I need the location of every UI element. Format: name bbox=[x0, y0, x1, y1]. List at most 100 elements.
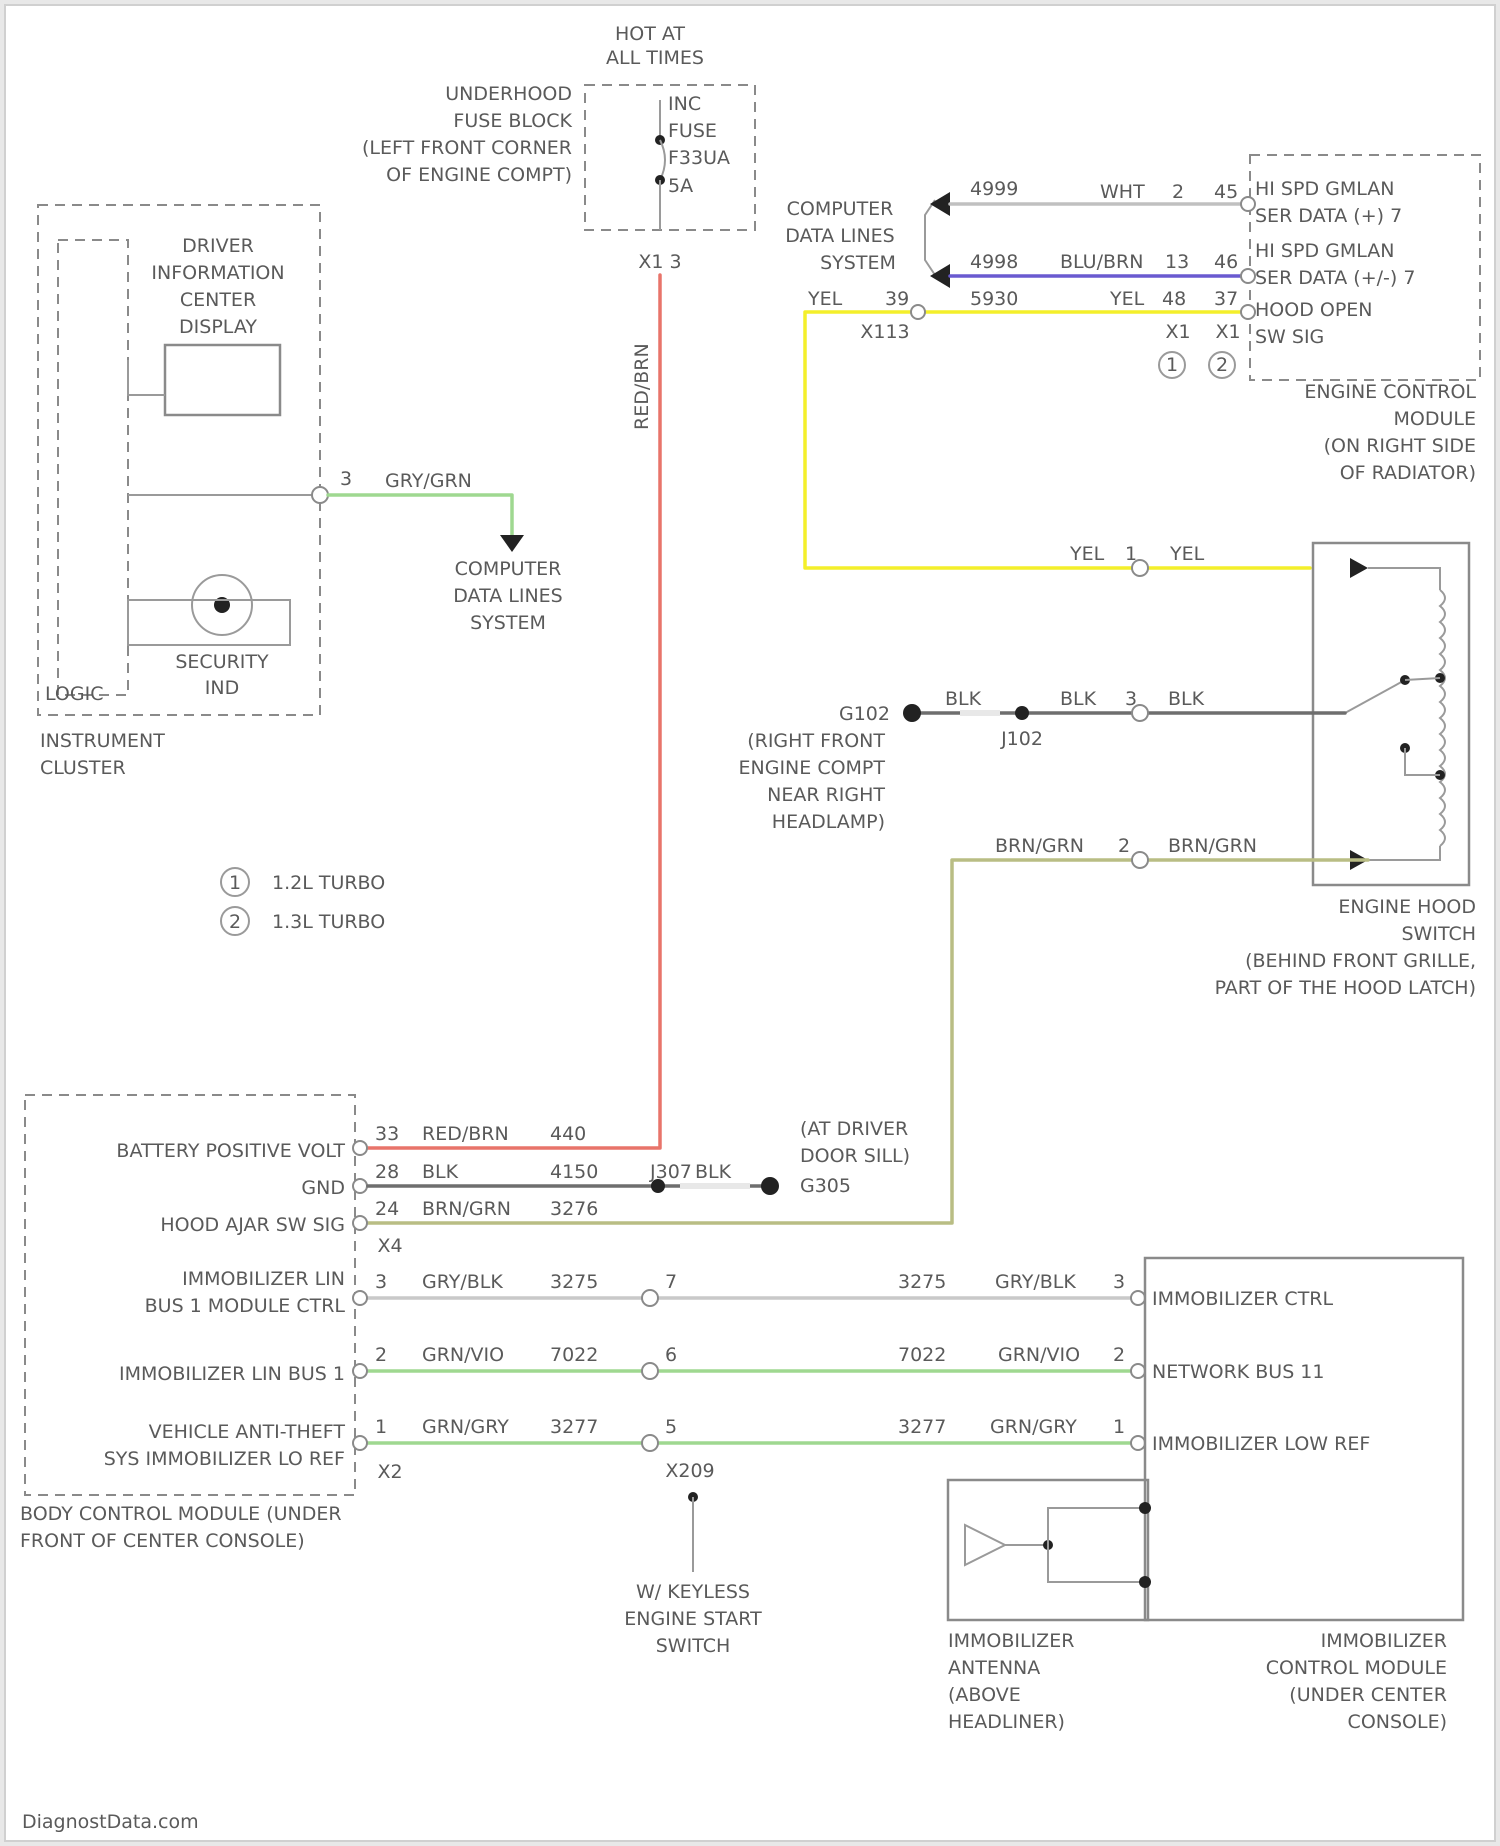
x209-pin-6 bbox=[642, 1363, 658, 1379]
g305-loc-2: DOOR SILL) bbox=[800, 1145, 910, 1167]
bcm-pin-28 bbox=[353, 1179, 367, 1193]
cluster-name-1: INSTRUMENT bbox=[40, 730, 165, 752]
fuse-connector-pin: X1 3 bbox=[638, 251, 681, 273]
j102-label: J102 bbox=[1000, 728, 1043, 750]
ecm-pin2-label-1: HI SPD GMLAN bbox=[1255, 240, 1394, 262]
keyless-label-3: SWITCH bbox=[656, 1635, 731, 1657]
power-label-1: HOT AT bbox=[615, 23, 685, 45]
bcm-row3-pin: 24 bbox=[375, 1198, 399, 1220]
imm-row3-label-2: SYS IMMOBILIZER LO REF bbox=[104, 1448, 345, 1470]
imm-module-name-3: (UNDER CENTER bbox=[1289, 1684, 1447, 1706]
fuse-label-2: FUSE bbox=[668, 120, 717, 142]
brn-b: BRN/GRN bbox=[1168, 835, 1257, 857]
ecm-wire1-color: WHT bbox=[1100, 181, 1145, 203]
bcm-pin-33 bbox=[353, 1141, 367, 1155]
ecm-pin1-label-1: HI SPD GMLAN bbox=[1255, 178, 1394, 200]
imm-row1-label-1: IMMOBILIZER LIN bbox=[182, 1268, 345, 1290]
imm-module-pin-3 bbox=[1131, 1291, 1145, 1305]
security-ind-label-2: IND bbox=[205, 677, 239, 699]
blk-b: BLK bbox=[1060, 688, 1097, 710]
imm-row2-color2: GRN/VIO bbox=[998, 1344, 1080, 1366]
ecm-pin-3 bbox=[1241, 305, 1255, 319]
ecm-pin-1 bbox=[1241, 197, 1255, 211]
fuse-block-label-2: FUSE BLOCK bbox=[453, 110, 572, 132]
ecm-legend-1: 1 bbox=[1166, 354, 1178, 376]
ecm-legend-2: 2 bbox=[1216, 354, 1228, 376]
imm-module-name-4: CONSOLE) bbox=[1348, 1711, 1447, 1733]
cluster-cdl-label-3: SYSTEM bbox=[470, 612, 546, 634]
bcm-x4: X4 bbox=[377, 1235, 402, 1257]
ecm-cdl-label-1: COMPUTER bbox=[787, 198, 894, 220]
antenna-label-4: HEADLINER) bbox=[948, 1711, 1065, 1733]
bcm-pin-3 bbox=[353, 1291, 367, 1305]
hood-yel-in: YEL bbox=[1069, 543, 1105, 565]
dic-label-1: DRIVER bbox=[182, 235, 254, 257]
cluster-pin-number: 3 bbox=[340, 468, 352, 490]
imm-row2-mid: 6 bbox=[665, 1344, 677, 1366]
ecm-conn-1: X1 bbox=[1165, 321, 1190, 343]
imm-row1-pin: 3 bbox=[375, 1271, 387, 1293]
fuse-label-4: 5A bbox=[668, 175, 693, 197]
imm-row3-mid: 5 bbox=[665, 1416, 677, 1438]
imm-row3-color2: GRN/GRY bbox=[990, 1416, 1077, 1438]
g102-label: G102 bbox=[839, 703, 890, 725]
blk-c: BLK bbox=[1168, 688, 1205, 710]
ecm-pin3-label-2: SW SIG bbox=[1255, 326, 1324, 348]
hood-switch-name-2: SWITCH bbox=[1402, 923, 1477, 945]
bcm-row2-label: GND bbox=[301, 1177, 345, 1199]
ecm-wire2-c1: 13 bbox=[1165, 251, 1189, 273]
bcm-row2-color: BLK bbox=[422, 1161, 459, 1183]
fuse-block-label-1: UNDERHOOD bbox=[445, 83, 572, 105]
ecm-wire2-color: BLU/BRN bbox=[1060, 251, 1143, 273]
bcm-row3-circuit: 3276 bbox=[550, 1198, 598, 1220]
imm-row2-color: GRN/VIO bbox=[422, 1344, 504, 1366]
hood-yel-pin: 1 bbox=[1125, 543, 1137, 565]
antenna-label-3: (ABOVE bbox=[948, 1684, 1021, 1706]
security-ind-label-1: SECURITY bbox=[175, 651, 269, 673]
imm-row1-circuit: 3275 bbox=[550, 1271, 598, 1293]
imm-row3-pin2: 1 bbox=[1113, 1416, 1125, 1438]
g305-label: G305 bbox=[800, 1175, 851, 1197]
hood-yel-out: YEL bbox=[1169, 543, 1205, 565]
g102-ground-icon bbox=[903, 704, 921, 722]
cluster-cdl-label-1: COMPUTER bbox=[455, 558, 562, 580]
g102-loc-3: NEAR RIGHT bbox=[767, 784, 885, 806]
hood-switch-name-3: (BEHIND FRONT GRILLE, bbox=[1245, 950, 1476, 972]
watermark: DiagnostData.com bbox=[22, 1811, 199, 1833]
ecm-name-3: (ON RIGHT SIDE bbox=[1324, 435, 1476, 457]
ecm-wire1-circuit: 4999 bbox=[970, 178, 1018, 200]
bcm-row3-color: BRN/GRN bbox=[422, 1198, 511, 1220]
imm-row1-color: GRY/BLK bbox=[422, 1271, 503, 1293]
bcm-row2-circuit: 4150 bbox=[550, 1161, 598, 1183]
x113-connector: X113 bbox=[860, 321, 909, 343]
blk-a: BLK bbox=[945, 688, 982, 710]
ecm-conn-2: X1 bbox=[1215, 321, 1240, 343]
imm-row3-circuit2: 3277 bbox=[898, 1416, 946, 1438]
imm-row1-mid: 7 bbox=[665, 1271, 677, 1293]
dic-label-3: CENTER bbox=[180, 289, 256, 311]
bcm-name-1: BODY CONTROL MODULE (UNDER bbox=[20, 1503, 342, 1525]
imm-row1-right: IMMOBILIZER CTRL bbox=[1152, 1288, 1334, 1310]
g102-loc-1: (RIGHT FRONT bbox=[747, 730, 885, 752]
ecm-wire3-c1: 48 bbox=[1162, 288, 1186, 310]
ecm-wire3-color: YEL bbox=[1109, 288, 1145, 310]
imm-row3-label-1: VEHICLE ANTI-THEFT bbox=[149, 1421, 346, 1443]
ecm-pin3-label-1: HOOD OPEN bbox=[1255, 299, 1373, 321]
x209-label: X209 bbox=[665, 1460, 714, 1482]
bcm-pin-24 bbox=[353, 1216, 367, 1230]
power-wire-color: RED/BRN bbox=[631, 343, 653, 430]
imm-row3-circuit: 3277 bbox=[550, 1416, 598, 1438]
bcm-name-2: FRONT OF CENTER CONSOLE) bbox=[20, 1530, 305, 1552]
dic-label-4: DISPLAY bbox=[179, 316, 257, 338]
j102-splice bbox=[1015, 706, 1029, 720]
fuse-block-label-4: OF ENGINE COMPT) bbox=[386, 164, 572, 186]
bcm-row3-label: HOOD AJAR SW SIG bbox=[160, 1214, 345, 1236]
bcm-row1-pin: 33 bbox=[375, 1123, 399, 1145]
keyless-label-1: W/ KEYLESS bbox=[636, 1581, 750, 1603]
fuse-label-1: INC bbox=[668, 93, 701, 115]
imm-row3-pin: 1 bbox=[375, 1416, 387, 1438]
antenna-label-1: IMMOBILIZER bbox=[948, 1630, 1074, 1652]
ecm-pin2-label-2: SER DATA (+/-) 7 bbox=[1255, 267, 1415, 289]
ecm-pin-2 bbox=[1241, 269, 1255, 283]
